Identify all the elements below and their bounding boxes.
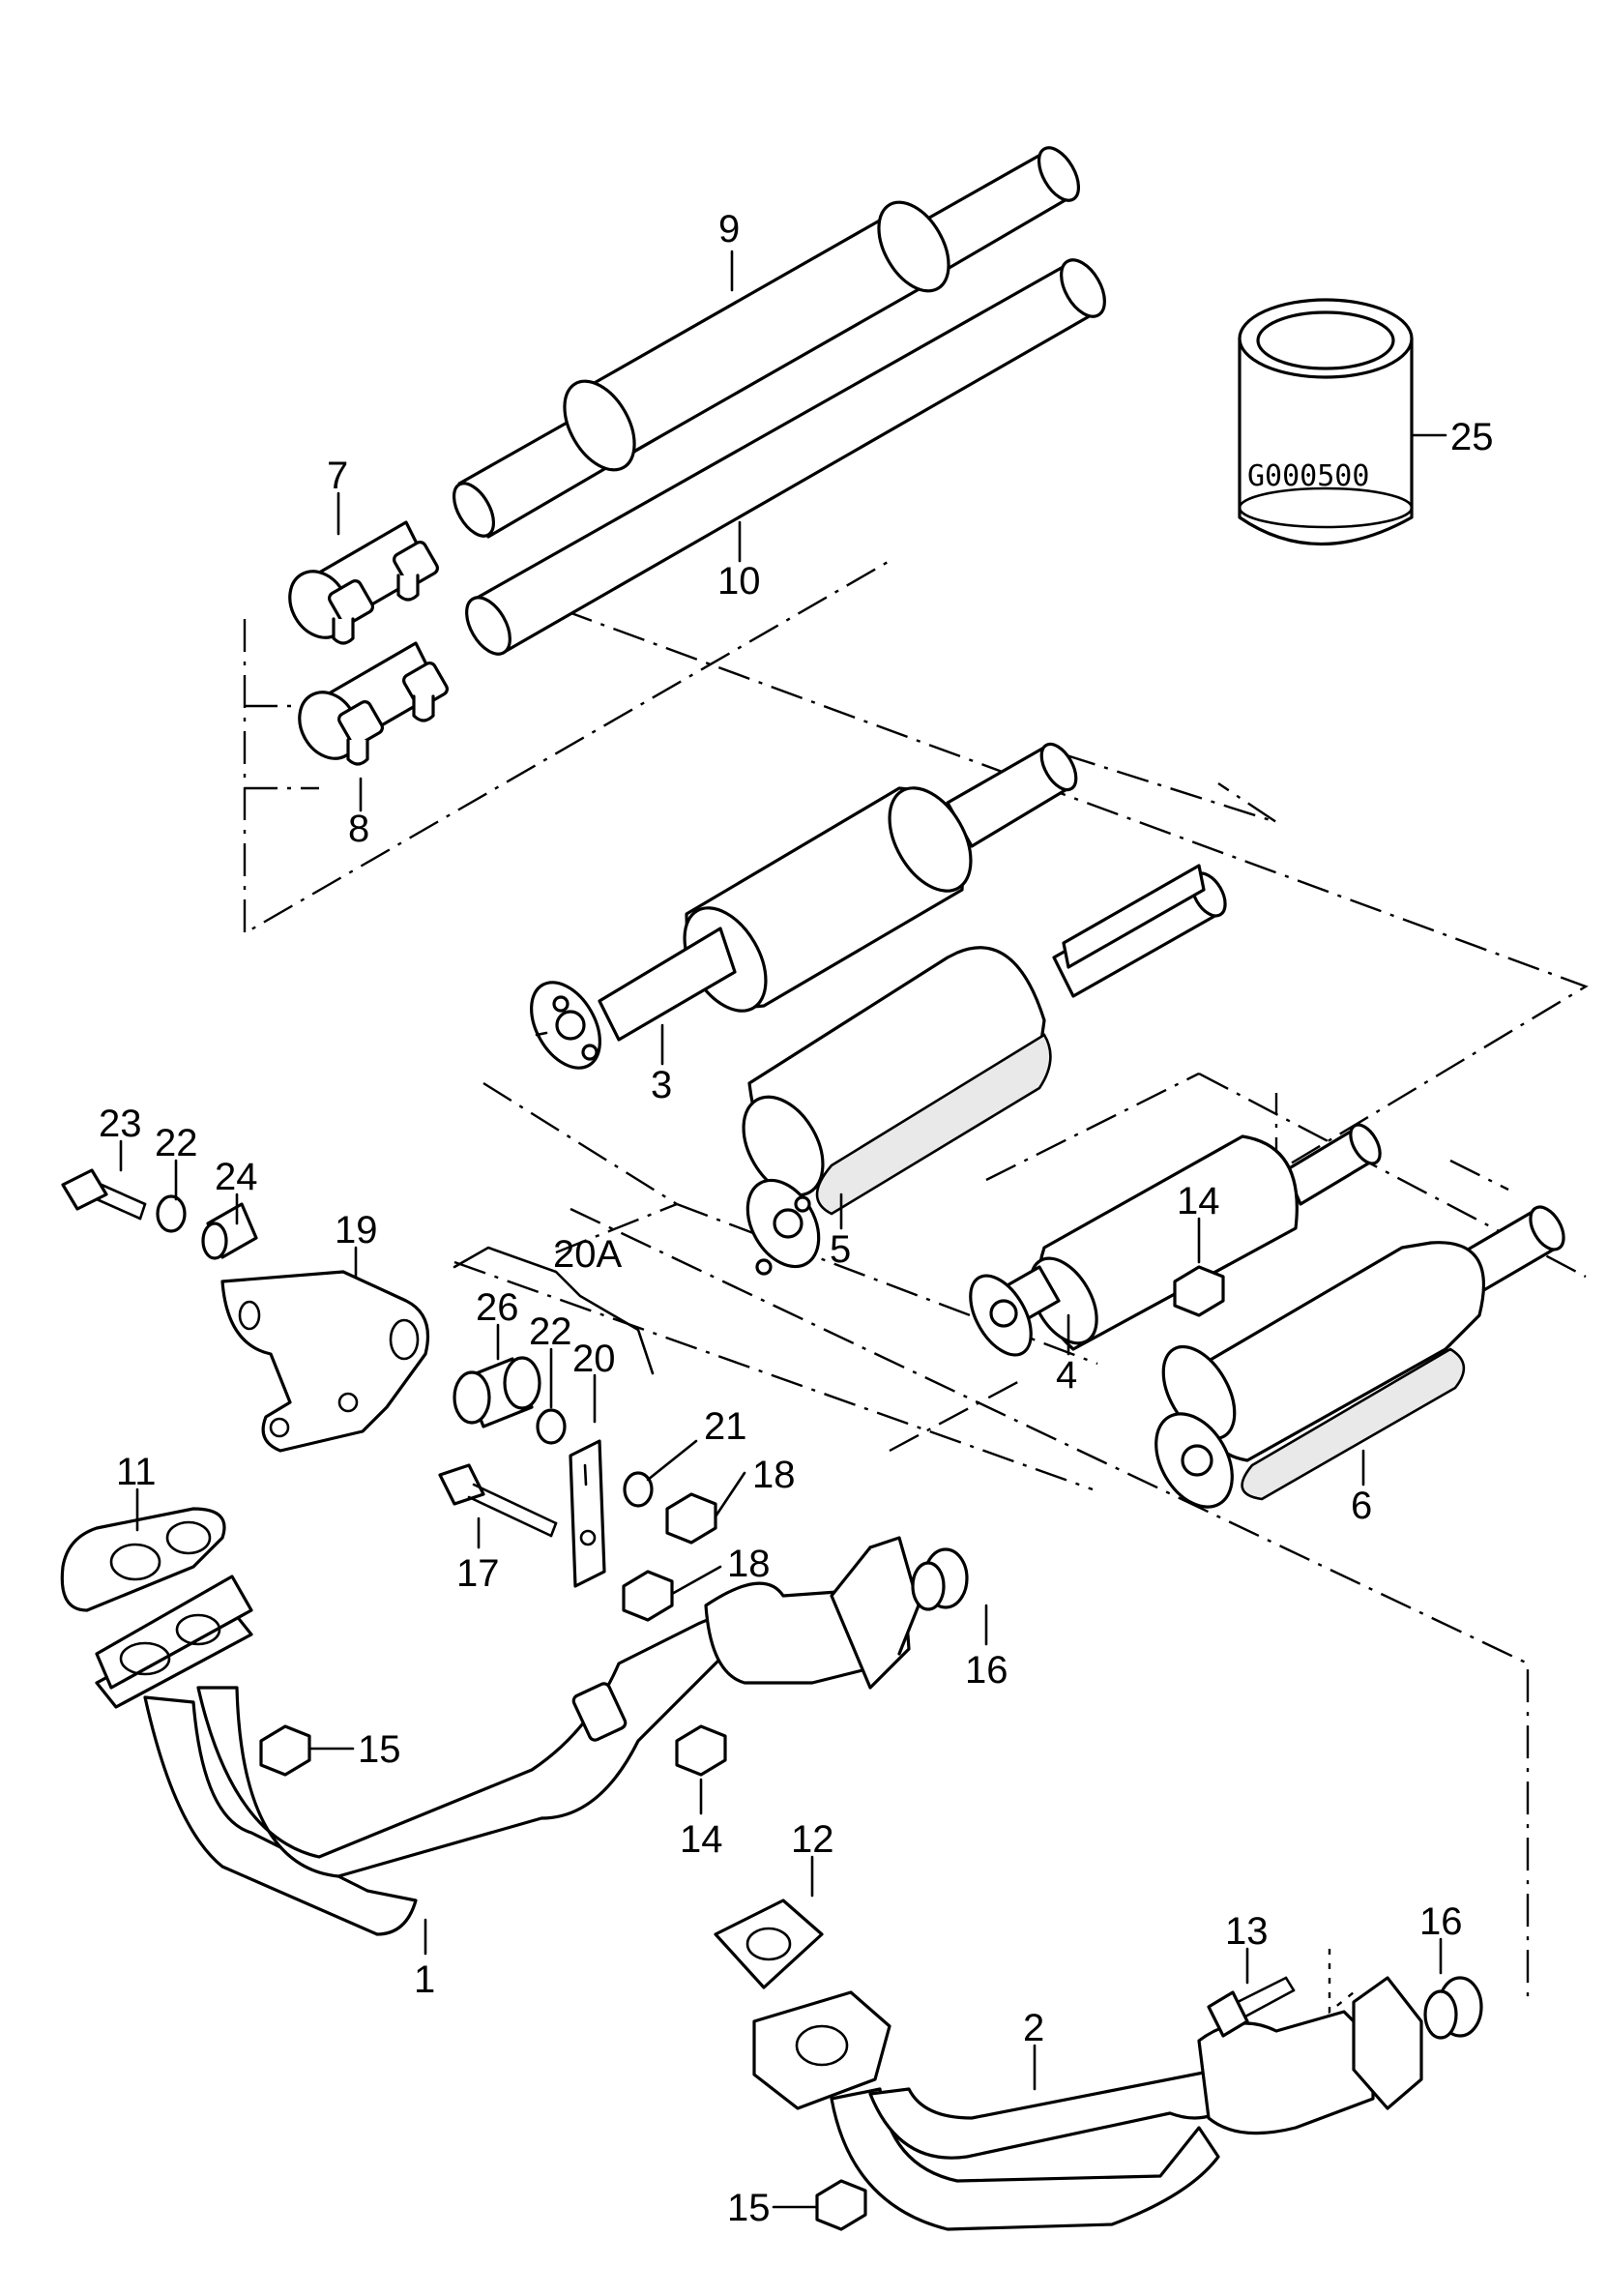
callout-19: 19 xyxy=(335,1209,378,1251)
callout-4: 4 xyxy=(1056,1354,1077,1397)
bolt-17 xyxy=(438,1463,558,1538)
callout-7: 7 xyxy=(327,455,348,497)
nut-18a xyxy=(665,1492,717,1545)
callout-16a: 16 xyxy=(965,1649,1008,1692)
bracket-20A-outline xyxy=(453,1246,655,1375)
nut-18b xyxy=(622,1570,674,1622)
nut-15a xyxy=(259,1724,311,1777)
callout-16b: 16 xyxy=(1419,1900,1463,1943)
nut-14b xyxy=(675,1724,727,1777)
callout-labels: 9 10 25 7 8 3 5 23 22 24 19 20A 26 22 20… xyxy=(99,208,1494,2229)
leader-lines xyxy=(119,250,1447,2209)
gasket-12 xyxy=(714,1899,824,1989)
silencer-4 xyxy=(969,1123,1382,1357)
ring-16b xyxy=(1423,1976,1483,2040)
callout-11: 11 xyxy=(116,1451,157,1493)
washer-22 xyxy=(156,1194,187,1233)
callout-15a: 15 xyxy=(358,1728,401,1771)
callout-23: 23 xyxy=(99,1103,142,1145)
silencer-pipe-3 xyxy=(530,742,1078,1070)
strap-20 xyxy=(569,1439,606,1588)
callout-22: 22 xyxy=(155,1122,198,1164)
washer-22b xyxy=(536,1408,567,1445)
callout-6: 6 xyxy=(1351,1485,1372,1527)
callout-8: 8 xyxy=(348,808,369,850)
gasket-11 xyxy=(60,1507,226,1612)
front-pipe-2 xyxy=(752,1976,1423,2231)
clamp-7 xyxy=(288,520,439,645)
catalytic-converter-5 xyxy=(742,864,1227,1276)
callout-10: 10 xyxy=(717,560,761,603)
callout-5: 5 xyxy=(830,1228,851,1271)
callout-14b: 14 xyxy=(680,1818,723,1861)
pipe-10 xyxy=(465,258,1106,656)
callout-25: 25 xyxy=(1450,416,1494,458)
callout-17: 17 xyxy=(456,1552,500,1595)
callout-1: 1 xyxy=(414,1958,435,2001)
rubber-mount-26 xyxy=(453,1356,541,1428)
nut-15b xyxy=(815,2179,867,2231)
callout-20A: 20A xyxy=(553,1233,622,1276)
callout-18a: 18 xyxy=(752,1454,796,1496)
middle-silencer-9 xyxy=(452,146,1081,539)
part-25-drum: G000500 xyxy=(1238,298,1414,545)
callout-9: 9 xyxy=(718,208,740,250)
callout-20: 20 xyxy=(572,1338,616,1380)
catalytic-converter-6 xyxy=(1154,1205,1565,1509)
callout-21: 21 xyxy=(704,1405,747,1448)
washer-21 xyxy=(623,1471,654,1508)
callout-15b: 15 xyxy=(727,2187,771,2229)
bolt-13 xyxy=(1207,1949,1355,2038)
callout-24: 24 xyxy=(215,1156,258,1198)
callout-26: 26 xyxy=(476,1286,519,1329)
part-code-label: G000500 xyxy=(1247,459,1369,493)
callout-14a: 14 xyxy=(1177,1180,1220,1222)
callout-3: 3 xyxy=(651,1064,672,1106)
callout-22b: 22 xyxy=(529,1310,572,1353)
callout-18b: 18 xyxy=(727,1543,771,1585)
clamp-8 xyxy=(298,641,449,766)
callout-13: 13 xyxy=(1225,1910,1269,1953)
spacer-24 xyxy=(201,1202,258,1260)
bracket-19 xyxy=(220,1270,430,1453)
ring-16a xyxy=(911,1547,969,1611)
callout-12: 12 xyxy=(791,1818,834,1861)
bolt-23 xyxy=(61,1168,147,1221)
front-pipe-1 xyxy=(95,1536,920,1936)
callout-2: 2 xyxy=(1023,2007,1044,2049)
nut-14a xyxy=(1173,1265,1225,1317)
